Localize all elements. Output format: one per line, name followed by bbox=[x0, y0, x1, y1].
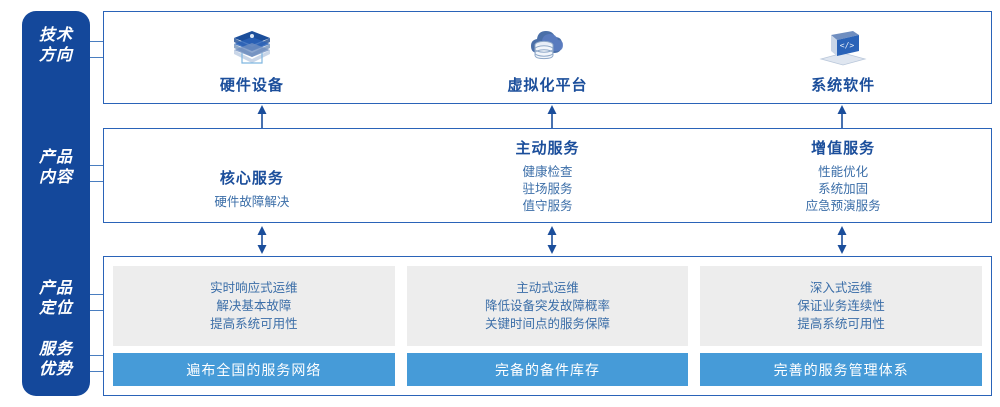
arrow-up-down-icon bbox=[255, 226, 269, 254]
content-items: 性能优化 系统加固 应急预演服务 bbox=[806, 164, 881, 215]
advantage-bar[interactable]: 遍布全国的服务网络 bbox=[113, 353, 395, 386]
rail-label-product-positioning: 产品 定位 bbox=[22, 279, 90, 319]
tech-item-label: 系统软件 bbox=[811, 76, 876, 94]
positioning-line: 提高系统可用性 bbox=[210, 317, 298, 331]
rail-label-line: 优势 bbox=[38, 361, 73, 378]
cloud-database-icon bbox=[518, 23, 578, 71]
positioning-line: 降低设备突发故障概率 bbox=[485, 299, 611, 313]
rail-label-line: 产品 bbox=[38, 149, 73, 166]
positioning-line: 实时响应式运维 bbox=[210, 281, 298, 295]
rail-label-line: 技术 bbox=[38, 27, 73, 44]
content-item: 性能优化 bbox=[818, 164, 869, 179]
content-heading: 增值服务 bbox=[811, 139, 876, 157]
positioning-line: 主动式运维 bbox=[516, 281, 579, 295]
positioning-line: 保证业务连续性 bbox=[797, 299, 885, 313]
tech-item-hardware[interactable]: 硬件设备 bbox=[104, 12, 400, 103]
arrow-up-icon bbox=[835, 105, 849, 131]
content-column-proactive-service: 主动服务 健康检查 驻场服务 值守服务 bbox=[400, 129, 696, 222]
rail-label-service-advantage: 服务 优势 bbox=[22, 340, 90, 380]
positioning-card: 深入式运维 保证业务连续性 提高系统可用性 bbox=[700, 266, 983, 346]
category-rail bbox=[22, 11, 90, 396]
positioning-line: 关键时间点的服务保障 bbox=[485, 317, 611, 331]
positioning-line: 解决基本故障 bbox=[216, 299, 292, 313]
rail-label-line: 方向 bbox=[38, 47, 73, 64]
tech-item-label: 虚拟化平台 bbox=[507, 76, 588, 94]
positioning-line: 提高系统可用性 bbox=[797, 317, 885, 331]
tech-item-system-software[interactable]: </> 系统软件 bbox=[695, 12, 991, 103]
server-stack-icon bbox=[222, 23, 282, 71]
connector-line bbox=[90, 165, 112, 166]
rail-label-line: 内容 bbox=[38, 169, 73, 186]
connector-line bbox=[90, 371, 112, 372]
content-item: 驻场服务 bbox=[522, 181, 573, 196]
content-item: 值守服务 bbox=[522, 198, 573, 213]
rail-label-line: 服务 bbox=[38, 341, 73, 358]
content-column-value-added-service: 增值服务 性能优化 系统加固 应急预演服务 bbox=[695, 129, 991, 222]
content-item: 健康检查 bbox=[522, 164, 573, 179]
connector-line bbox=[90, 41, 112, 42]
connector-line bbox=[90, 355, 112, 356]
bottom-column-1: 实时响应式运维 解决基本故障 提高系统可用性 遍布全国的服务网络 bbox=[113, 266, 395, 386]
product-content-section: 核心服务 硬件故障解决 主动服务 健康检查 驻场服务 值守服务 增值服务 性能优… bbox=[103, 128, 992, 223]
technology-direction-section: 硬件设备 虚拟化平台 bbox=[103, 11, 992, 104]
positioning-and-advantage-section: 实时响应式运维 解决基本故障 提高系统可用性 遍布全国的服务网络 主动式运维 降… bbox=[103, 256, 992, 396]
arrow-up-down-icon bbox=[545, 226, 559, 254]
arrow-up-icon bbox=[255, 105, 269, 131]
tech-item-label: 硬件设备 bbox=[219, 76, 284, 94]
arrow-up-icon bbox=[545, 105, 559, 131]
advantage-bar[interactable]: 完备的备件库存 bbox=[406, 353, 689, 386]
content-column-core-service: 核心服务 硬件故障解决 bbox=[104, 129, 400, 222]
content-item: 系统加固 bbox=[818, 181, 869, 196]
laptop-code-icon: </> bbox=[813, 23, 873, 71]
positioning-card: 主动式运维 降低设备突发故障概率 关键时间点的服务保障 bbox=[406, 266, 689, 346]
tech-item-virtualization[interactable]: 虚拟化平台 bbox=[400, 12, 696, 103]
content-item: 硬件故障解决 bbox=[214, 194, 290, 209]
rail-label-line: 产品 bbox=[38, 280, 73, 297]
content-heading: 核心服务 bbox=[219, 169, 284, 187]
positioning-line: 深入式运维 bbox=[809, 281, 873, 295]
positioning-card: 实时响应式运维 解决基本故障 提高系统可用性 bbox=[113, 266, 395, 346]
arrow-up-down-icon bbox=[835, 226, 849, 254]
rail-label-line: 定位 bbox=[38, 300, 73, 317]
connector-line bbox=[90, 57, 112, 58]
content-items: 健康检查 驻场服务 值守服务 bbox=[523, 164, 573, 215]
bottom-column-3: 深入式运维 保证业务连续性 提高系统可用性 完善的服务管理体系 bbox=[700, 266, 983, 386]
rail-label-technology-direction: 技术 方向 bbox=[22, 26, 90, 66]
svg-text:</>: </> bbox=[840, 41, 855, 50]
content-item: 应急预演服务 bbox=[805, 198, 881, 213]
connector-line bbox=[90, 294, 112, 295]
bottom-column-2: 主动式运维 降低设备突发故障概率 关键时间点的服务保障 完备的备件库存 bbox=[406, 266, 689, 386]
advantage-bar[interactable]: 完善的服务管理体系 bbox=[700, 353, 983, 386]
content-items: 硬件故障解决 bbox=[214, 194, 289, 211]
content-heading: 主动服务 bbox=[515, 139, 580, 157]
rail-label-product-content: 产品 内容 bbox=[22, 148, 90, 188]
connector-line bbox=[90, 310, 112, 311]
connector-line bbox=[90, 181, 112, 182]
